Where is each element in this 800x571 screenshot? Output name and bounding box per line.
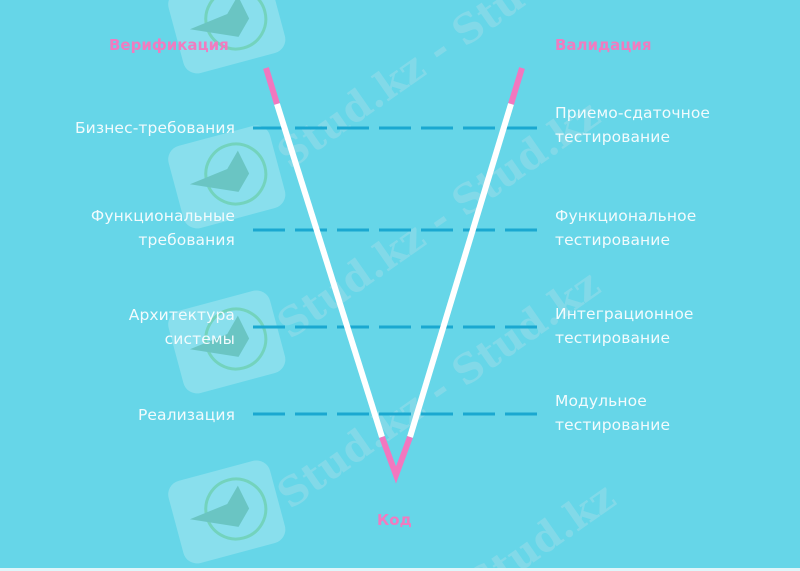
verification-arm-accent: [263, 67, 280, 105]
bottom-edge: [0, 568, 800, 571]
level-label-integration-testing: Интеграционное тестирование: [555, 305, 694, 347]
code-tip-accent: [379, 435, 413, 484]
validation-arm-accent: [508, 67, 525, 105]
verification-heading: Верификация: [109, 36, 229, 54]
hummingbird-logo-icon: [168, 0, 286, 74]
code-heading: Код: [377, 511, 412, 529]
verification-arm: [274, 103, 385, 438]
validation-heading: Валидация: [555, 36, 652, 54]
level-dashes: [253, 126, 540, 416]
hummingbird-logo-icon: [168, 290, 286, 394]
validation-arm: [407, 103, 514, 438]
level-label-unit-testing: Модульное тестирование: [555, 392, 671, 434]
hummingbird-logo-icon: [168, 460, 286, 564]
hummingbird-logo-icon: [168, 125, 286, 229]
level-label-implementation: Реализация: [137, 406, 235, 424]
level-label-functional-testing: Функциональное тестирование: [555, 207, 697, 249]
level-label-functional-requirements: Функциональные требования: [90, 207, 235, 249]
level-label-business-requirements: Бизнес-требования: [74, 119, 235, 137]
level-label-system-architecture: Архитектура системы: [128, 306, 235, 348]
level-label-acceptance-testing: Приемо-сдаточное тестирование: [555, 104, 711, 146]
